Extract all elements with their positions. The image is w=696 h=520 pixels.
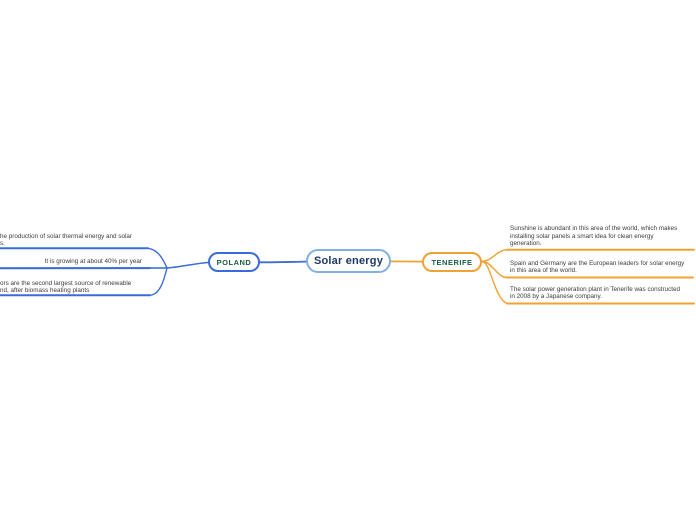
branch-node-tenerife[interactable]: TENERIFE (422, 252, 482, 272)
connector-poland-node1 (147, 247, 168, 269)
node-text-line: It is growing at about 40% per year (44, 258, 142, 266)
node-text-line: he production of solar thermal energy an… (0, 232, 132, 240)
child-node-tenerife-1[interactable]: Sunshine is abundant in this area of the… (510, 225, 677, 247)
connector-tenerife-node1 (481, 249, 508, 262)
node-text-line: in 2008 by a Japanese company. (510, 292, 602, 300)
branch-node-poland-label: POLAND (216, 257, 252, 267)
node-text-line: generation. (510, 239, 542, 247)
child-node-tenerife-2[interactable]: Spain and Germany are the European leade… (510, 260, 684, 274)
root-node-label: Solar energy (313, 255, 384, 267)
node-text-line: s. (0, 239, 5, 247)
root-node-solar-energy[interactable]: Solar energy (306, 249, 391, 273)
connector-tenerife-node2 (481, 260, 508, 279)
connector-poland-node3 (149, 267, 168, 296)
branch-node-tenerife-label: TENERIFE (431, 257, 473, 267)
node-text-line: Sunshine is abundant in this area of the… (510, 225, 678, 233)
node-text-line: nd, after biomass heating plants (0, 287, 90, 294)
connector-tenerife-node3 (481, 261, 508, 305)
node-text-line: Spain and Germany are the European leade… (510, 260, 685, 267)
node-text-line: in this area of the world. (510, 267, 577, 275)
connector-root-poland (259, 260, 307, 264)
child-node-tenerife-3[interactable]: The solar power generation plant in Tene… (510, 286, 680, 300)
connector-poland-fanpoint (166, 261, 209, 269)
child-node-poland-2[interactable]: It is growing at about 40% per year (0, 258, 142, 265)
node-text-line: installing solar panels a smart idea for… (510, 232, 654, 240)
child-node-poland-1[interactable]: he production of solar thermal energy an… (0, 233, 132, 247)
child-node-poland-3[interactable]: ors are the second largest source of ren… (0, 280, 131, 294)
node-text-line: ors are the second largest source of ren… (0, 279, 132, 287)
node-text-line: The solar power generation plant in Tene… (510, 285, 680, 293)
branch-node-poland[interactable]: POLAND (208, 252, 260, 272)
